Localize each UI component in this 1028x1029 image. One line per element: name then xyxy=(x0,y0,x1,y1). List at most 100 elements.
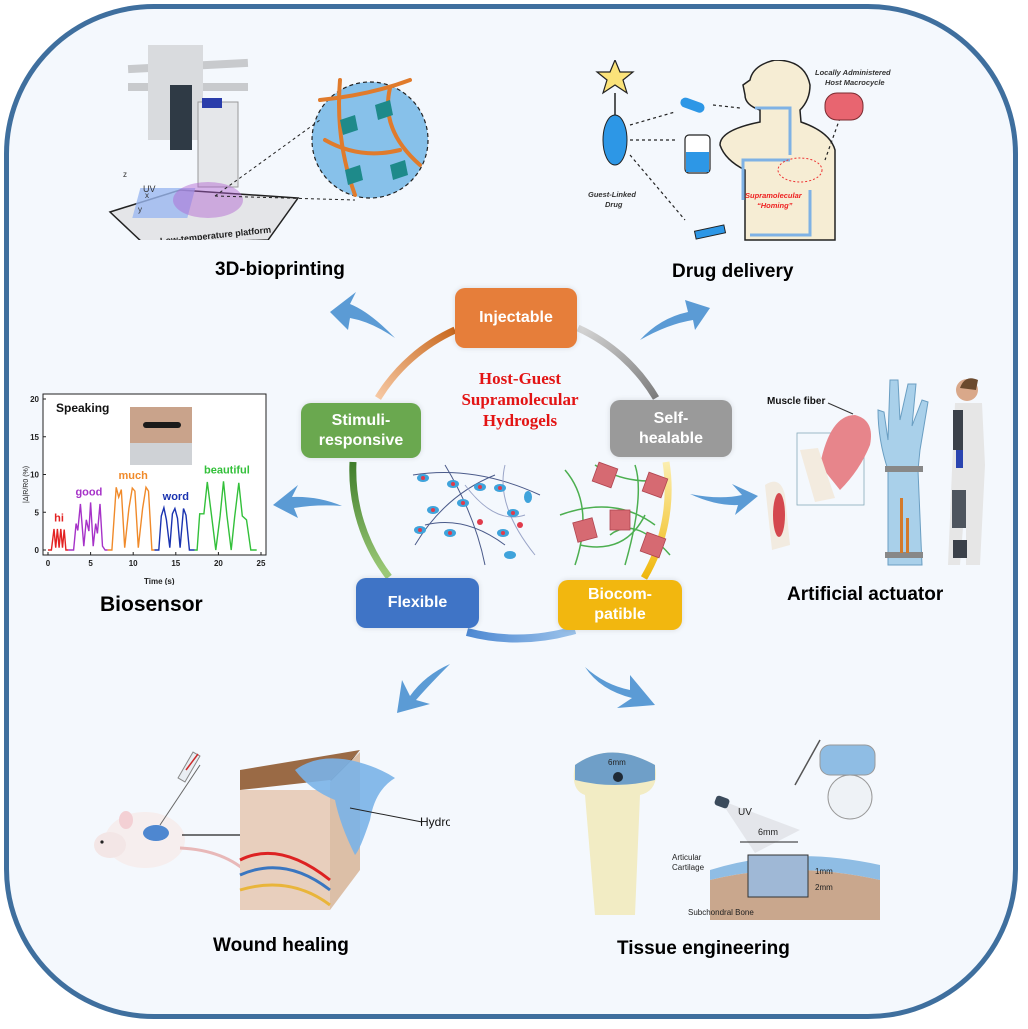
arrow-to-wound-healing-icon xyxy=(397,664,450,713)
ring-arc-stimuli xyxy=(349,461,392,580)
center-title-line2: Supramolecular xyxy=(461,390,579,409)
guest-drug-star xyxy=(595,60,635,95)
center-title: Host-Guest Supramolecular Hydrogels xyxy=(430,368,610,431)
printer-motor xyxy=(170,85,192,150)
homing-label-2: “Homing” xyxy=(757,201,793,210)
depth2-label: 2mm xyxy=(815,883,833,892)
tendon xyxy=(800,448,835,502)
actuator-illustration: Muscle fiber xyxy=(765,378,985,566)
property-stimuli-responsive: Stimuli- responsive xyxy=(301,403,421,458)
delivery-dotted-arrows xyxy=(629,104,841,221)
property-stimuli-line2: responsive xyxy=(318,431,404,449)
pill-icon xyxy=(680,97,705,113)
chart-xlabel: Time (s) xyxy=(144,577,175,585)
guest-molecules xyxy=(418,476,523,535)
muscle-bundle xyxy=(820,415,871,490)
title-3d-bioprinting: 3D-bioprinting xyxy=(215,259,345,280)
y-tick-label: 0 xyxy=(35,546,40,555)
uv-beam xyxy=(720,800,800,853)
human-torso-silhouette xyxy=(719,60,836,241)
bioprint-zoom-line1 xyxy=(214,119,321,197)
title-biosensor: Biosensor xyxy=(100,593,203,616)
property-self-healable-line1: Self- xyxy=(653,409,689,427)
property-injectable: Injectable xyxy=(455,288,577,348)
guest-drug-label-1: Guest-Linked xyxy=(588,190,636,199)
title-tissue-engineering: Tissue engineering xyxy=(617,938,790,959)
host-label-2: Host Macrocycle xyxy=(825,78,885,87)
polymer-chains-right xyxy=(559,464,671,566)
uv-glow xyxy=(173,182,243,218)
title-artificial-actuator: Artificial actuator xyxy=(787,584,944,605)
bioprinting-illustration: UV z x y Low-temperature platform xyxy=(108,45,429,240)
hydrogel-label: Hydrogel xyxy=(420,815,450,829)
knee-size-label: 6mm xyxy=(608,758,626,767)
y-tick-label: 15 xyxy=(30,433,39,442)
title-wound-healing: Wound healing xyxy=(213,935,349,956)
arrow-to-tissue-engineering-icon xyxy=(585,667,655,708)
x-tick-label: 10 xyxy=(129,559,138,568)
center-title-line1: Host-Guest xyxy=(478,369,562,388)
muscle-fiber-pointer xyxy=(827,402,854,415)
hydrogel-pointer xyxy=(349,807,423,823)
knee-bone: 6mm xyxy=(573,752,656,915)
ring-arc-biocompatible xyxy=(640,461,672,580)
guest-drug-label-2: Drug xyxy=(605,200,623,209)
host-macrocycle-icon xyxy=(824,92,864,121)
printed-construct xyxy=(132,188,196,218)
mouse-icon xyxy=(94,811,252,877)
implant-block xyxy=(747,854,809,898)
actuator-fiber-1 xyxy=(900,498,903,553)
bioprint-axis-x: x xyxy=(145,191,149,200)
annotation-word: word xyxy=(162,491,189,503)
bioprint-axis-z: z xyxy=(123,170,127,179)
x-tick-label: 0 xyxy=(46,559,51,568)
property-self-healable: Self- healable xyxy=(610,400,732,457)
hand-band-1 xyxy=(885,466,923,472)
iv-bag-fluid xyxy=(686,152,709,172)
syringe-needle xyxy=(794,739,821,786)
x-tick-label: 5 xyxy=(88,559,93,568)
host-macrocycles xyxy=(414,474,532,559)
chart-panel-label: Speaking xyxy=(56,401,109,415)
cartilage-label-1: Articular xyxy=(672,853,702,862)
depth1-label: 1mm xyxy=(815,867,833,876)
cartilage-label-2: Cartilage xyxy=(672,863,705,872)
property-biocompatible-line1: Biocom- xyxy=(588,586,652,603)
property-biocompatible-line2: patible xyxy=(594,606,646,623)
bioprint-zoom-line2 xyxy=(214,195,356,201)
x-tick-label: 20 xyxy=(214,559,223,568)
guest-drug-capsule xyxy=(602,114,628,166)
bioprint-macrocycles xyxy=(340,100,408,185)
y-tick-label: 5 xyxy=(35,508,40,517)
annotation-hi: hi xyxy=(54,512,64,524)
actuator-fiber-2 xyxy=(906,518,909,553)
arrow-to-bioprinting-icon xyxy=(330,292,395,338)
bioprint-uv-label: UV xyxy=(143,184,156,194)
tissue-engineering-illustration: 6mm UV 6mm Articular Cartilage 1mm 2mm S… xyxy=(573,739,880,920)
homing-label-1: Supramolecular xyxy=(745,191,803,200)
annotation-beautiful: beautiful xyxy=(204,465,250,477)
hydrogel-network-illustration xyxy=(412,461,671,566)
arrow-to-biosensor-icon xyxy=(273,485,342,518)
tissue-uv-label: UV xyxy=(738,807,752,818)
syringe-icon xyxy=(693,224,727,240)
property-injectable-label: Injectable xyxy=(479,309,553,326)
series-line-good xyxy=(68,502,108,551)
ring-arc-injectable xyxy=(375,326,457,400)
bone-label: Subchondral Bone xyxy=(688,908,754,917)
annotation-much: much xyxy=(119,470,149,482)
drug-delivery-illustration: Guest-Linked Drug Supramolecular “Homing… xyxy=(588,60,891,241)
hand-band-2 xyxy=(885,552,923,558)
property-flexible-label: Flexible xyxy=(387,594,448,611)
y-tick-label: 10 xyxy=(30,471,39,480)
x-tick-label: 15 xyxy=(171,559,180,568)
center-title-line3: Hydrogels xyxy=(482,411,558,430)
arm-muscle xyxy=(773,493,785,537)
series-line-word xyxy=(154,504,195,551)
property-biocompatible: Biocom- patible xyxy=(558,580,682,630)
host-guest-network-left xyxy=(412,464,541,566)
property-flexible: Flexible xyxy=(356,578,479,628)
gel-zoom-circle xyxy=(827,774,873,820)
